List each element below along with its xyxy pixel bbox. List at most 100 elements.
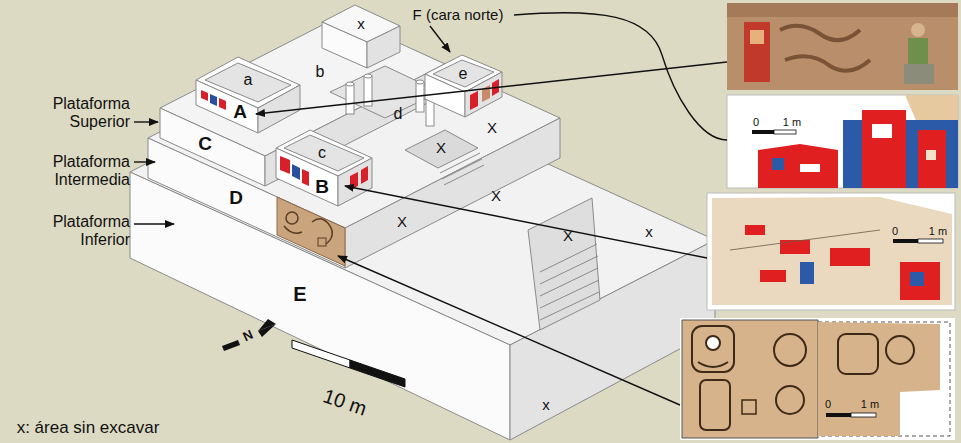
- drawing-panel-b: [730, 230, 880, 250]
- photo-panel: [911, 23, 925, 37]
- room-a: [196, 57, 300, 133]
- relief-wall: [277, 197, 345, 266]
- leader-arrow: [134, 223, 174, 224]
- scale-label: 1 m: [929, 222, 947, 240]
- court-colonnade: [416, 82, 424, 112]
- unexcavated-mark: x: [542, 396, 550, 414]
- lower-stair: [540, 280, 599, 308]
- drawing-panel-f: [758, 144, 838, 188]
- court-colonnade: [346, 82, 354, 86]
- room-letter: a: [244, 71, 253, 89]
- unexcavated-mark: x: [645, 223, 653, 241]
- room-letter: b: [316, 63, 325, 81]
- scale-label: 1 m: [783, 113, 801, 131]
- top-block: [367, 26, 400, 68]
- scale-label: 0: [892, 222, 898, 240]
- drawing-panel-d: [698, 362, 728, 367]
- photo-panel: [785, 56, 870, 71]
- relief-wall: [277, 197, 345, 266]
- upper-stair: [405, 130, 484, 185]
- room-b: [276, 148, 338, 206]
- scale-bar: [292, 340, 405, 387]
- drawing-panel-b: [918, 239, 943, 243]
- drawing-panel-d: [838, 334, 878, 374]
- room-a-mural: [201, 90, 226, 110]
- drawing-panel-b: [712, 197, 952, 305]
- drawing-panel-f: [774, 130, 796, 134]
- room-a-mural: [201, 90, 208, 101]
- drawing-panel-d: [818, 322, 950, 436]
- court-colonnade: [364, 74, 372, 78]
- drawing-panel-d: [818, 322, 940, 436]
- photo-panel: [750, 30, 764, 44]
- drawing-panel-d: [680, 318, 955, 440]
- upper-stair: [444, 165, 484, 185]
- drawing-panel-b: [800, 262, 814, 284]
- unexcavated-mark: x: [357, 15, 365, 33]
- leader-arrow: [134, 121, 158, 122]
- scale-label: 10 m: [321, 386, 369, 417]
- room-a-mural: [210, 94, 217, 106]
- room-b-mural: [302, 169, 309, 186]
- photo-panel: [904, 64, 934, 84]
- drawing-panel-b: [707, 193, 955, 310]
- drawing-panel-b: [745, 225, 765, 235]
- drawing-panel-f: [772, 158, 784, 170]
- leader-arrow: [134, 13, 727, 405]
- drawing-panel-f: [872, 124, 892, 138]
- photo-panel: [780, 26, 860, 40]
- room-a: [258, 85, 300, 133]
- drawing-panel-d: [692, 326, 734, 372]
- north-letter: N: [240, 326, 256, 346]
- drawing-panel-d: [700, 380, 730, 430]
- platform-label: Plataforma Superior: [8, 95, 130, 131]
- unexcavated-mark: X: [487, 119, 497, 137]
- unexcavated-mark: X: [436, 139, 446, 157]
- photo-panel: [908, 38, 928, 64]
- unexcavated-mark: X: [491, 187, 501, 205]
- north-arrow: [258, 324, 276, 337]
- sector-letter: D: [229, 189, 243, 207]
- north-arrow: [222, 340, 240, 351]
- sector-letter: A: [233, 103, 247, 121]
- room-e: [425, 55, 502, 117]
- lower-stair: [540, 292, 599, 320]
- photo-panel: [727, 3, 958, 90]
- leader-arrow: [256, 62, 727, 114]
- drawing-panel-d: [826, 413, 851, 417]
- room-b-mural: [292, 164, 300, 180]
- photo-panel: [727, 3, 958, 17]
- drawing-panel-d: [886, 336, 914, 364]
- relief-wall: [312, 219, 332, 244]
- drawing-panel-f: [752, 130, 774, 134]
- drawing-panel-f: [800, 164, 820, 172]
- court-colonnade: [346, 84, 354, 114]
- drawing-panel-b: [893, 239, 918, 243]
- legend-note: x: área sin excavar: [17, 419, 160, 437]
- scale-label: 0: [753, 113, 759, 131]
- drawing-panel-f: [926, 150, 936, 160]
- leader-arrow: [430, 26, 450, 52]
- unexcavated-mark: X: [397, 213, 407, 231]
- room-letter: e: [459, 65, 468, 83]
- drawing-panel-b: [900, 262, 940, 300]
- room-a-mural: [219, 98, 226, 110]
- drawing-panel-b: [707, 193, 955, 310]
- drawing-panel-f: [862, 110, 906, 188]
- room-e: [465, 72, 502, 117]
- drawing-panel-d: [851, 413, 876, 417]
- drawing-panel-f: [727, 95, 958, 188]
- platform-label: Plataforma Inferior: [8, 213, 130, 249]
- room-b-mural: [280, 156, 290, 174]
- drawing-panel-d: [776, 386, 804, 414]
- drawing-panel-b: [760, 270, 786, 282]
- north-arrow: [222, 319, 276, 351]
- scale-label: 1 m: [861, 395, 879, 413]
- drawing-panel-b: [780, 240, 810, 254]
- drawing-panel-d: [742, 400, 756, 414]
- lower-stair: [540, 268, 598, 296]
- drawing-panel-b: [830, 248, 870, 266]
- unexcavated-mark: X: [563, 227, 573, 245]
- scale-bar: [292, 340, 350, 368]
